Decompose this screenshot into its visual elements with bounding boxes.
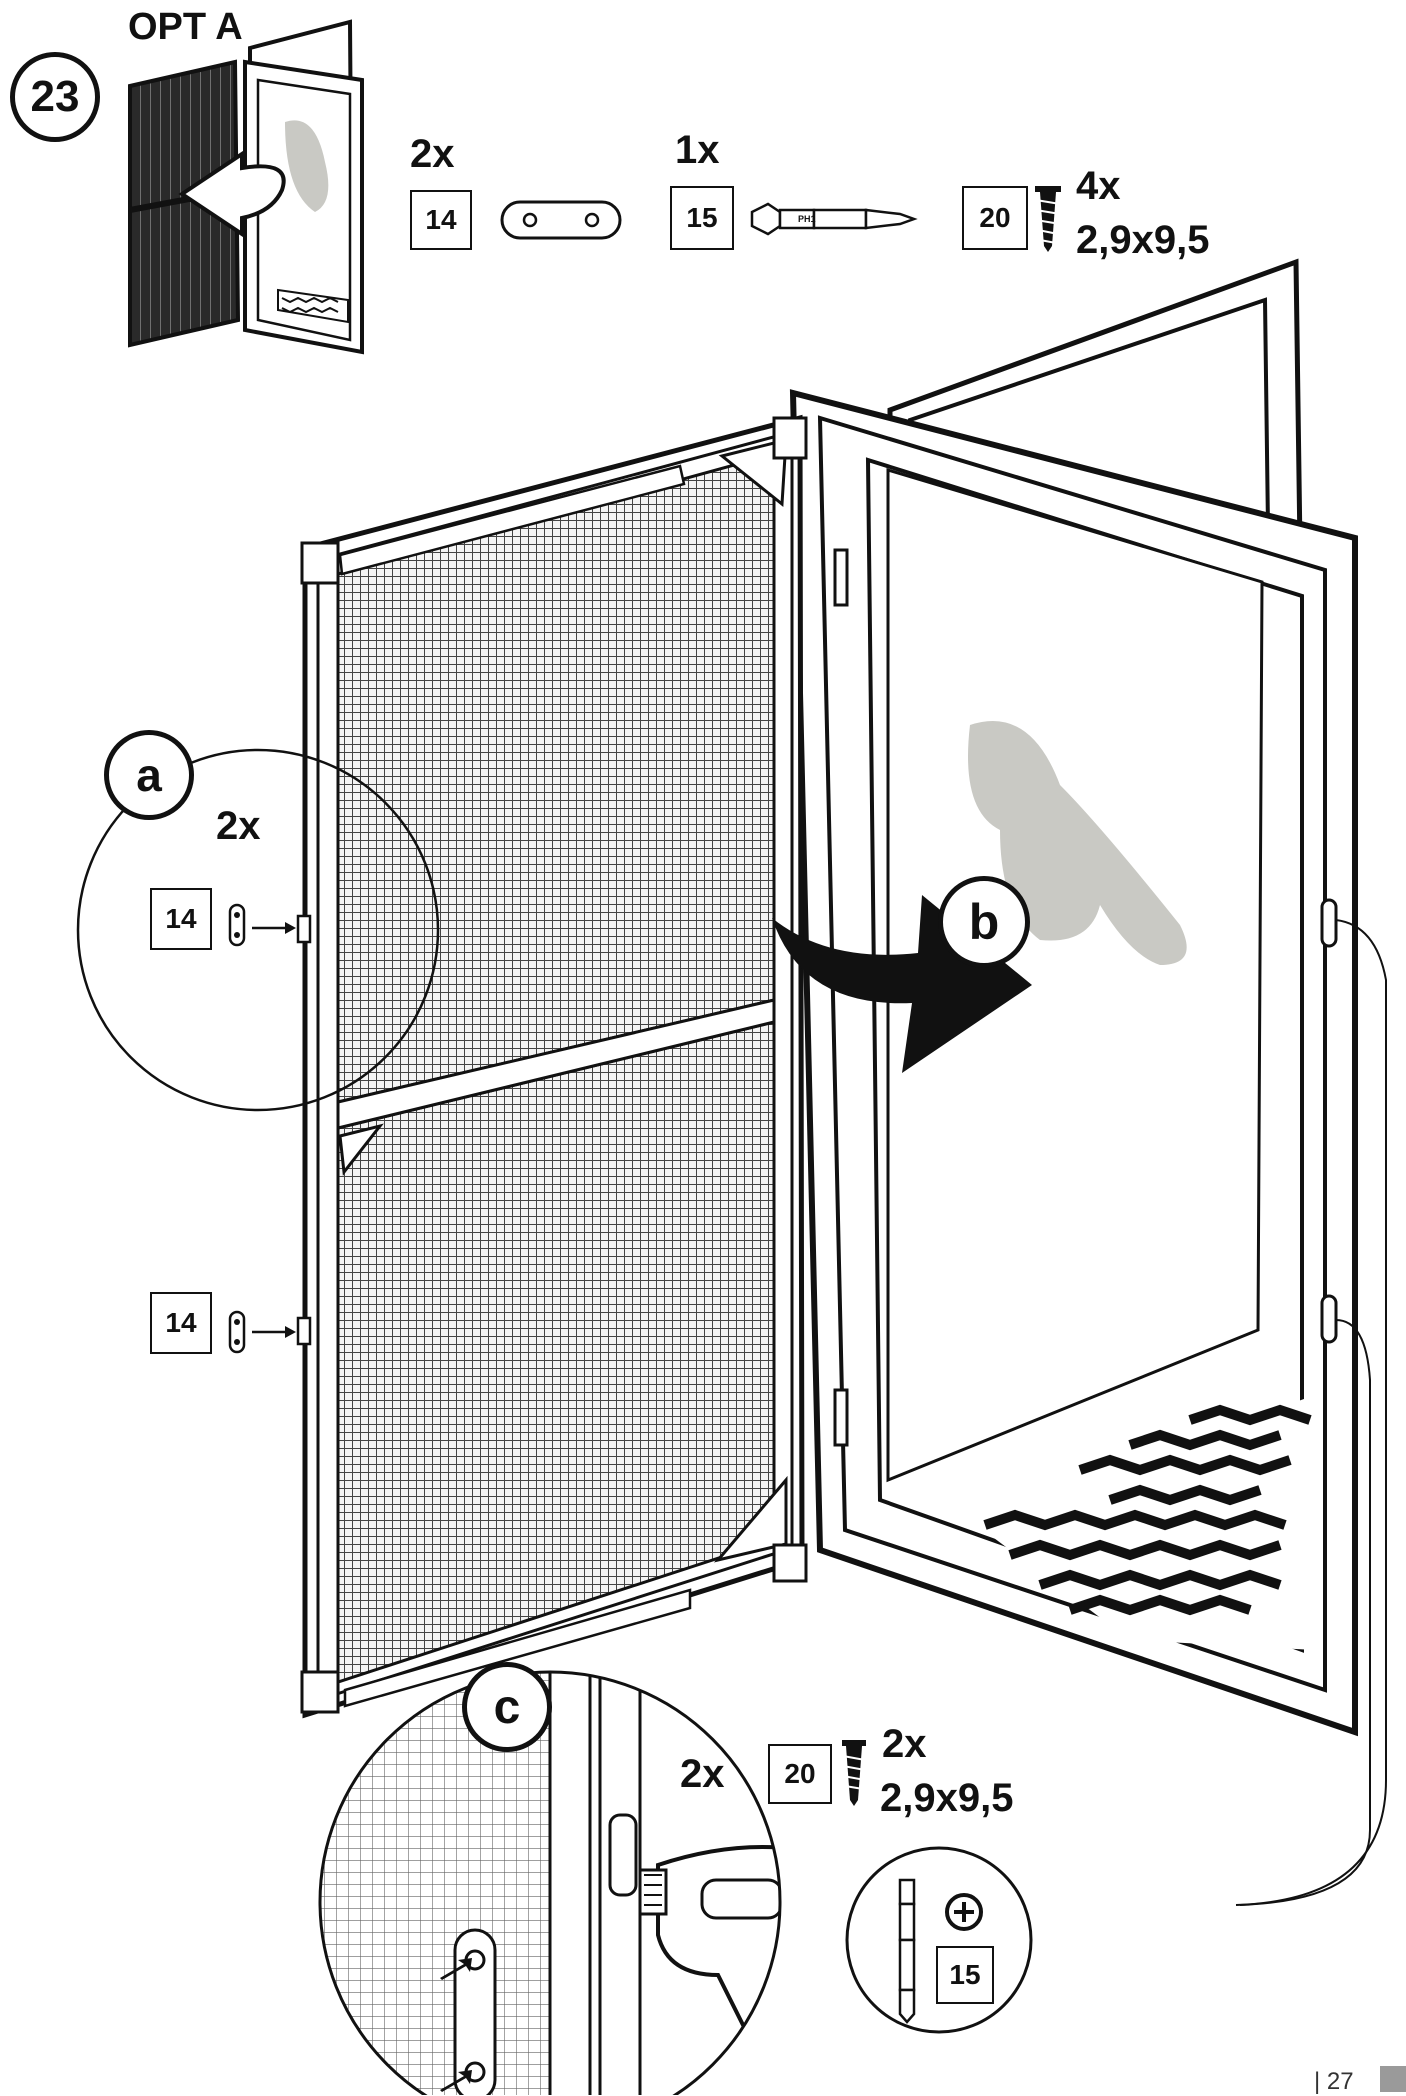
opened-frame xyxy=(789,389,1387,1906)
detail-c-label: c xyxy=(462,1662,552,1752)
part-number-15: 15 xyxy=(670,186,734,250)
detail-c-qty: 2x xyxy=(680,1752,725,1796)
detail-b-label: b xyxy=(938,876,1030,968)
step-number-badge: 23 xyxy=(10,52,100,142)
detail-a-label: a xyxy=(104,730,194,820)
part-qty-14: 2x xyxy=(410,132,455,176)
mounting-plate-icon xyxy=(500,200,622,240)
bit-detail-circle xyxy=(845,1846,1033,2034)
detail-c-screw-icon xyxy=(842,1740,866,1806)
clip-part-icon-lower xyxy=(228,1310,296,1354)
detail-a-part-number-lower: 14 xyxy=(150,1292,212,1354)
clip-part-icon-upper xyxy=(228,903,296,947)
detail-c-circle xyxy=(318,1670,782,2095)
part-number-20: 20 xyxy=(962,186,1028,250)
svg-text:PH1: PH1 xyxy=(798,214,816,224)
detail-c-view xyxy=(320,1672,780,2095)
detail-c-part-number: 20 xyxy=(768,1744,832,1804)
page-number: | 27 xyxy=(1314,2068,1354,2095)
part-qty-20: 4x xyxy=(1076,164,1121,208)
bit-part-number: 15 xyxy=(936,1946,994,2004)
detail-c-screw-size: 2,9x9,5 xyxy=(880,1776,1014,1820)
page-tab xyxy=(1380,2066,1406,2092)
screen-door xyxy=(296,414,808,1719)
detail-c-screw-qty: 2x xyxy=(882,1722,927,1766)
part-number-14: 14 xyxy=(410,190,472,250)
detail-a-qty: 2x xyxy=(216,804,261,848)
part-qty-15: 1x xyxy=(675,128,720,172)
screwdriver-bit-icon: PH1 xyxy=(750,202,918,236)
detail-a-circle xyxy=(76,748,440,1112)
detail-a-part-number-upper: 14 xyxy=(150,888,212,950)
bit-detail-icon xyxy=(898,1878,916,2024)
phillips-symbol-icon xyxy=(945,1893,983,1931)
thumbnail-overview xyxy=(128,19,364,355)
option-label: OPT A xyxy=(128,6,243,48)
screw-size-label: 2,9x9,5 xyxy=(1076,218,1210,262)
screw-icon xyxy=(1035,186,1061,252)
